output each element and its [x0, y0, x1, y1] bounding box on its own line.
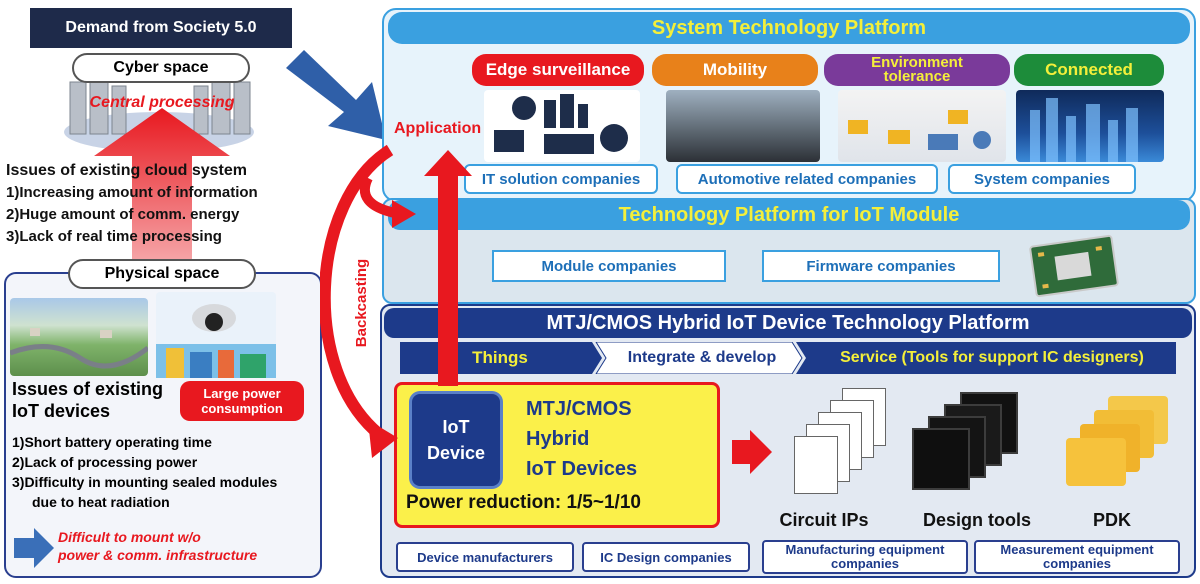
iot-issue: due to heat radiation	[32, 494, 170, 510]
company-it-solution: IT solution companies	[464, 164, 658, 194]
camera-photo	[156, 292, 276, 378]
vertical-red-arrow	[424, 150, 472, 386]
device-description: MTJ/CMOS Hybrid IoT Devices	[526, 398, 638, 480]
upward-red-arrow	[94, 108, 230, 280]
iot-issues-title: Issues of existing IoT devices	[12, 379, 164, 421]
iot-issue: 1)Short battery operating time	[12, 434, 212, 450]
cloud-issues: Issues of existing cloud system 1)Increa…	[6, 160, 326, 248]
application-label: Application	[394, 120, 482, 137]
backcasting-arrows	[320, 144, 416, 458]
iot-issue: 2)Lack of processing power	[12, 454, 198, 470]
central-processing-label: Central processing	[89, 94, 235, 111]
service-label: Service (Tools for support IC designers)	[840, 349, 1144, 366]
cloud-issues-title: Issues of existing cloud system	[6, 162, 247, 179]
iot-issues-list: 1)Short battery operating time 2)Lack of…	[12, 432, 322, 512]
cloud-issue: 1)Increasing amount of information	[6, 184, 258, 201]
things-label: Things	[472, 348, 528, 367]
society-banner: Demand from Society 5.0	[30, 8, 292, 48]
pdk-folder	[1066, 438, 1126, 486]
cyber-space-label: Cyber space	[72, 53, 250, 83]
tool-circuit-ips: Circuit IPs	[779, 509, 869, 530]
tool-design-tools: Design tools	[922, 509, 1031, 530]
city-night-image	[1016, 90, 1164, 162]
system-platform-title: System Technology Platform	[388, 12, 1190, 44]
society-title: Demand from Society 5.0	[65, 19, 257, 36]
infrastructure-note: Difficult to mount w/o power & comm. inf…	[58, 529, 258, 563]
tool-pdk: PDK	[1092, 509, 1131, 530]
mtj-platform-title: MTJ/CMOS Hybrid IoT Device Technology Pl…	[384, 308, 1192, 338]
design-screen	[912, 428, 970, 490]
company-automotive: Automotive related companies	[676, 164, 938, 194]
red-right-arrow	[732, 430, 772, 474]
company-module: Module companies	[492, 250, 726, 282]
blue-right-arrow-small	[14, 528, 54, 568]
blue-diagonal-arrow	[286, 50, 386, 140]
circuit-doc	[794, 436, 838, 494]
tag-environment-tolerance: Environment tolerance	[824, 54, 1010, 86]
company-measurement-equipment: Measurement equipment companies	[974, 540, 1180, 574]
company-ic-design: IC Design companies	[582, 542, 750, 572]
company-manufacturing-equipment: Manufacturing equipment companies	[762, 540, 968, 574]
large-power-badge: Large power consumption	[180, 381, 304, 421]
company-firmware: Firmware companies	[762, 250, 1000, 282]
tag-edge-surveillance: Edge surveillance	[472, 54, 644, 86]
surveillance-image	[484, 90, 640, 162]
server-cluster	[62, 62, 257, 154]
cloud-issue: 2)Huge amount of comm. energy	[6, 206, 240, 223]
iot-issue: 3)Difficulty in mounting sealed modules	[12, 474, 278, 490]
mobility-image	[666, 90, 820, 162]
power-reduction: Power reduction: 1/5~1/10	[406, 492, 641, 513]
iot-module-title: Technology Platform for IoT Module	[388, 200, 1190, 230]
integrate-label: Integrate & develop	[627, 349, 777, 366]
tag-connected: Connected	[1014, 54, 1164, 86]
factory-image	[838, 90, 1006, 162]
company-device-manufacturers: Device manufacturers	[396, 542, 574, 572]
module-board-image	[1028, 234, 1120, 298]
backcasting-label: Backcasting	[352, 258, 370, 348]
company-system: System companies	[948, 164, 1136, 194]
tag-mobility: Mobility	[652, 54, 818, 86]
physical-space-label: Physical space	[68, 259, 256, 289]
iot-device-chip: IoT Device	[412, 394, 500, 486]
cloud-issue: 3)Lack of real time processing	[6, 228, 222, 245]
village-photo	[9, 298, 150, 376]
